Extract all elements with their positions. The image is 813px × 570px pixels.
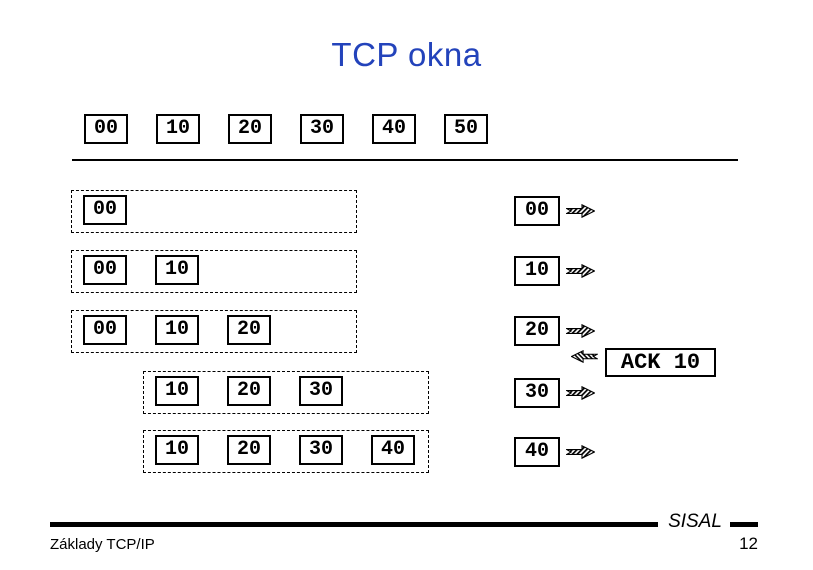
- sent-segment-4: 30: [514, 378, 560, 408]
- page-number: 12: [739, 534, 758, 553]
- footer-brand: SISAL: [668, 511, 722, 532]
- footer-course-title: Základy TCP/IP: [50, 536, 155, 553]
- window-cell: 10: [155, 315, 199, 345]
- send-arrow-right-icon: [566, 445, 595, 459]
- window-cell: 00: [83, 195, 127, 225]
- window-cell: 30: [299, 376, 343, 406]
- ruler-cell-50: 50: [444, 114, 488, 144]
- send-arrow-right-icon: [566, 386, 595, 400]
- window-row-2: 00 10: [71, 250, 357, 293]
- ack-arrow-left-icon: [571, 350, 598, 363]
- slide-title: TCP okna: [331, 36, 482, 73]
- window-cell: 30: [299, 435, 343, 465]
- window-cell: 10: [155, 255, 199, 285]
- footer-rule-short: [730, 522, 758, 527]
- window-cell: 10: [155, 435, 199, 465]
- ruler-cell-00: 00: [84, 114, 128, 144]
- ruler-cell-10: 10: [156, 114, 200, 144]
- send-arrow-right-icon: [566, 204, 595, 218]
- window-cell: 00: [83, 255, 127, 285]
- window-cell: 20: [227, 376, 271, 406]
- window-cell: 40: [371, 435, 415, 465]
- window-row-4: 10 20 30: [143, 371, 429, 414]
- sent-segment-5: 40: [514, 437, 560, 467]
- sent-segment-2: 10: [514, 256, 560, 286]
- ruler-cell-20: 20: [228, 114, 272, 144]
- window-cell: 20: [227, 315, 271, 345]
- sent-segment-1: 00: [514, 196, 560, 226]
- ruler-cell-30: 30: [300, 114, 344, 144]
- sent-segment-3: 20: [514, 316, 560, 346]
- separator-line: [72, 159, 738, 161]
- window-cell: 00: [83, 315, 127, 345]
- window-row-1: 00: [71, 190, 357, 233]
- window-cell: 20: [227, 435, 271, 465]
- send-arrow-right-icon: [566, 264, 595, 278]
- ack-box: ACK 10: [605, 348, 716, 377]
- window-row-3: 00 10 20: [71, 310, 357, 353]
- footer-rule: [50, 522, 658, 527]
- window-row-5: 10 20 30 40: [143, 430, 429, 473]
- window-cell: 10: [155, 376, 199, 406]
- send-arrow-right-icon: [566, 324, 595, 338]
- ruler-cell-40: 40: [372, 114, 416, 144]
